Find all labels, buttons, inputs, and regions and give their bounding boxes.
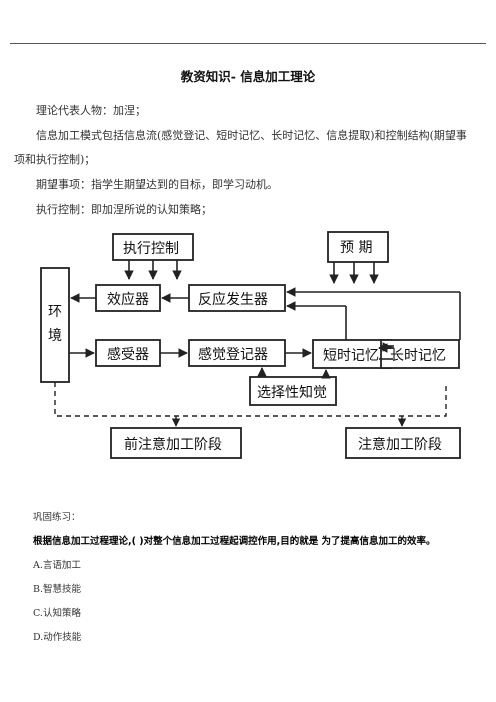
paragraph-expectation: 期望事项：指学生期望达到的目标，即学习动机。 (36, 178, 278, 191)
option-b: B.智慧技能 (33, 584, 82, 595)
exercise-question: 根据信息加工过程理论,( )对整个信息加工过程起调控作用,目的就是 为了提高信息… (33, 536, 436, 547)
effector-box (95, 284, 161, 312)
response-generator-box (188, 284, 286, 312)
paragraph-model-line1: 信息加工模式包括信息流(感觉登记、短时记忆、长时记忆、信息提取)和控制结构(期望… (36, 129, 467, 142)
environment-box (40, 267, 70, 383)
expectation-label: 预 期 (340, 240, 372, 256)
short-term-memory-label: 短时记忆 (323, 348, 379, 364)
attention-box (345, 427, 461, 459)
attention-label: 注意加工阶段 (358, 436, 442, 453)
page-title: 教资知识- 信息加工理论 (180, 69, 316, 84)
option-c: C.认知策略 (33, 608, 81, 619)
expectation-box (327, 231, 389, 263)
pre-attention-box (110, 427, 242, 459)
option-a: A.言语加工 (33, 560, 81, 571)
top-rule (10, 43, 486, 44)
pre-attention-label: 前注意加工阶段 (124, 436, 222, 453)
environment-label-1: 环 (48, 304, 62, 320)
info-processing-diagram: 环 境 执行控制 预 期 效应器 反应发生器 感受器 感觉登记器 短时记忆 长时… (40, 231, 461, 459)
paragraph-model-line2: 项和执行控制)； (14, 153, 96, 166)
sensory-register-label: 感觉登记器 (198, 346, 268, 363)
exercise-heading: 巩固练习： (33, 512, 81, 523)
response-generator-label: 反应发生器 (198, 291, 268, 308)
selective-perception-box (249, 376, 337, 406)
paragraph-representative: 理论代表人物：加涅； (36, 104, 146, 117)
selective-perception-label: 选择性知觉 (257, 384, 327, 401)
short-term-memory-box (312, 339, 392, 369)
sensory-register-box (188, 339, 286, 367)
receptor-label: 感受器 (107, 346, 149, 363)
exec-control-label: 执行控制 (123, 241, 179, 257)
long-term-memory-label: 长时记忆 (390, 348, 446, 364)
paragraph-exec-control: 执行控制：即加涅所说的认知策略； (36, 203, 212, 216)
long-term-memory-box (380, 339, 460, 369)
effector-label: 效应器 (107, 291, 149, 308)
environment-label-2: 境 (48, 328, 62, 344)
option-d: D.动作技能 (33, 632, 82, 643)
